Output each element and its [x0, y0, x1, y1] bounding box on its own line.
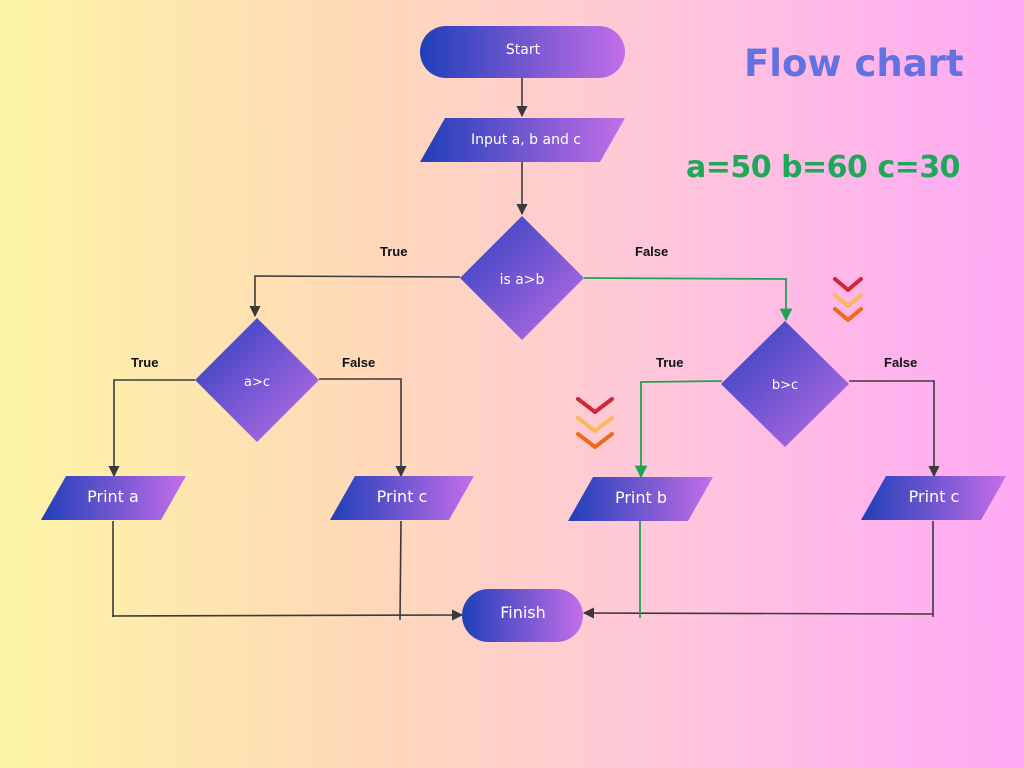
decision-bc-label: b>c: [772, 378, 798, 393]
bc-true-label: True: [656, 355, 683, 370]
connector-merge-left: [111, 609, 464, 621]
triple-chevron-down-icon: [576, 397, 614, 449]
ab-false-label: False: [635, 244, 668, 259]
variable-values: a=50 b=60 c=30: [686, 150, 961, 185]
print-c-left-node: Print c: [330, 476, 474, 520]
connector-ab-true: [249, 275, 461, 318]
decision-ac: a>c: [195, 318, 319, 442]
decision-ab-label: is a>b: [500, 272, 545, 288]
page-title: Flow chart: [744, 42, 964, 85]
connector-merge-right: [582, 607, 934, 619]
triple-chevron-down-icon: [833, 277, 863, 322]
finish-label: Finish: [500, 603, 546, 622]
ab-true-label: True: [380, 244, 407, 259]
connector-ab-false: [583, 277, 793, 322]
decision-ac-label: a>c: [244, 375, 270, 390]
print-c-right-node: Print c: [861, 476, 1006, 520]
connector-bc-false: [849, 380, 940, 478]
ac-false-label: False: [342, 355, 375, 370]
connector-ac-true: [108, 379, 195, 478]
start-label: Start: [506, 42, 541, 58]
print-c-left-label: Print c: [377, 487, 428, 506]
input-label: Input a, b and c: [471, 132, 581, 148]
decision-bc: b>c: [721, 321, 849, 447]
finish-terminal: Finish: [462, 589, 583, 642]
input-node: Input a, b and c: [420, 118, 625, 162]
connector-bc-true: [634, 380, 723, 479]
print-b-node: Print b: [568, 477, 713, 521]
start-terminal: Start: [420, 26, 625, 78]
connector-printc-left-down: [399, 520, 402, 621]
connector-ac-false: [319, 378, 407, 478]
print-a-label: Print a: [87, 487, 139, 506]
bc-false-label: False: [884, 355, 917, 370]
print-a-node: Print a: [41, 476, 186, 520]
decision-ab: is a>b: [460, 216, 584, 340]
print-c-right-label: Print c: [909, 487, 960, 506]
ac-true-label: True: [131, 355, 158, 370]
print-b-label: Print b: [615, 488, 667, 507]
